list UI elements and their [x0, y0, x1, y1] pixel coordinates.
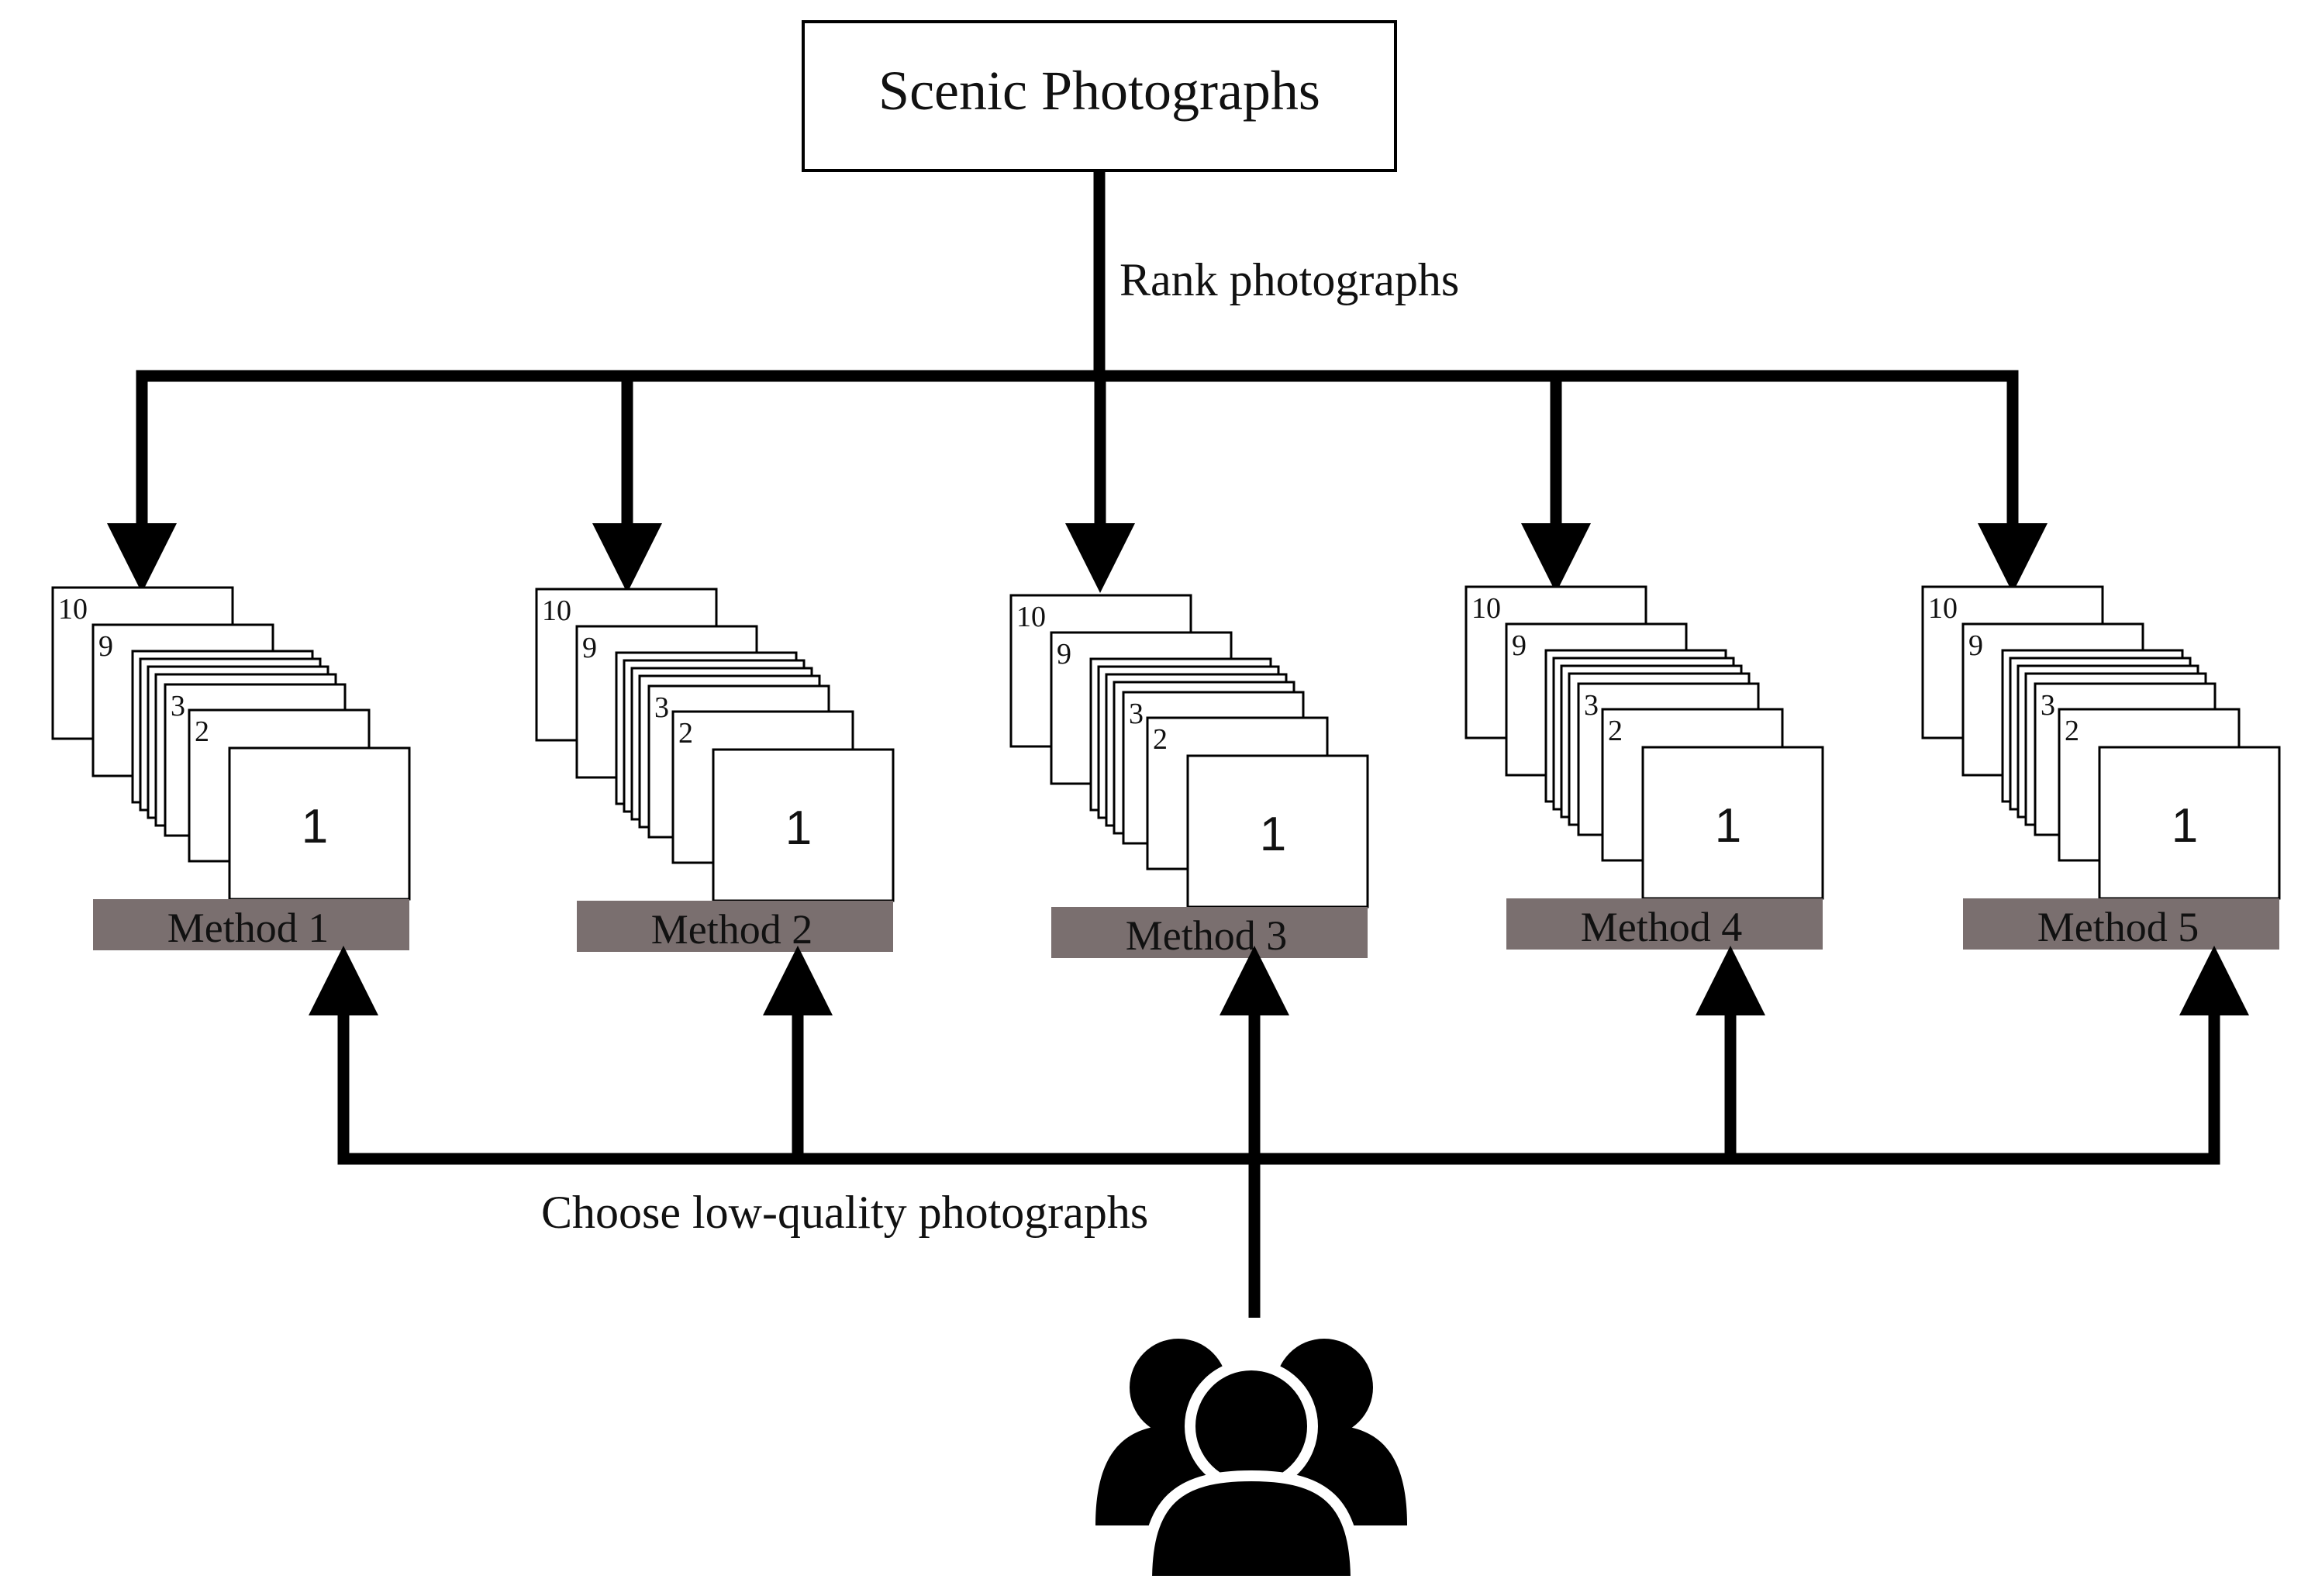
- method-label-bar: [1963, 898, 2279, 950]
- method-label-bar: [93, 899, 409, 950]
- rank-top-label: 1: [1715, 799, 1741, 853]
- rank-label-third: 3: [2041, 689, 2055, 722]
- rank-label-second: 2: [678, 717, 693, 750]
- rank-label-last: 10: [58, 593, 88, 626]
- rank-label-third: 3: [1129, 698, 1144, 730]
- rank-label-second_last: 9: [1968, 629, 1983, 662]
- users-group-icon: [1095, 1339, 1407, 1587]
- source-title: Scenic Photographs: [878, 60, 1320, 122]
- choose-edge-label: Choose low-quality photographs: [541, 1187, 1148, 1238]
- rank-label-second: 2: [1153, 723, 1168, 756]
- rank-label-second_last: 9: [98, 630, 113, 663]
- up-connectors: [309, 946, 2249, 1318]
- source-node: Scenic Photographs: [802, 20, 1397, 172]
- rank-edge-label: Rank photographs: [1120, 254, 1459, 305]
- photo-card: [1186, 754, 1369, 908]
- method-label: Method 2: [651, 906, 813, 953]
- rank-top-label: 1: [302, 800, 328, 853]
- rank-label-third: 3: [171, 690, 185, 722]
- method-label: Method 5: [2037, 904, 2199, 950]
- rank-top-label: 1: [785, 801, 812, 855]
- method-label: Method 3: [1126, 912, 1288, 959]
- method-label: Method 1: [167, 905, 329, 951]
- method-label-bar: [1051, 907, 1368, 958]
- rank-label-second_last: 9: [1512, 629, 1527, 662]
- rank-label-second_last: 9: [582, 632, 597, 664]
- method-label-bar: [577, 901, 893, 952]
- rank-label-last: 10: [542, 595, 571, 627]
- photo-card: [228, 746, 411, 901]
- rank-top-label: 1: [1260, 808, 1286, 861]
- method-label-bar: [1506, 898, 1823, 950]
- photo-card: [2098, 746, 2281, 900]
- rank-top-label: 1: [2172, 799, 2198, 853]
- down-connectors: [107, 171, 2048, 593]
- rank-label-last: 10: [1928, 592, 1958, 625]
- rank-label-second_last: 9: [1057, 638, 1071, 670]
- rank-label-third: 3: [1584, 689, 1599, 722]
- source-box: [802, 20, 1397, 172]
- rank-label-second: 2: [195, 715, 209, 748]
- photo-card: [712, 748, 895, 902]
- rank-label-third: 3: [654, 691, 669, 724]
- rank-label-last: 10: [1016, 601, 1046, 633]
- photo-card: [1641, 746, 1824, 900]
- rank-label-second: 2: [1608, 715, 1623, 747]
- rank-label-last: 10: [1471, 592, 1501, 625]
- method-label: Method 4: [1581, 904, 1743, 950]
- rank-label-second: 2: [2065, 715, 2079, 747]
